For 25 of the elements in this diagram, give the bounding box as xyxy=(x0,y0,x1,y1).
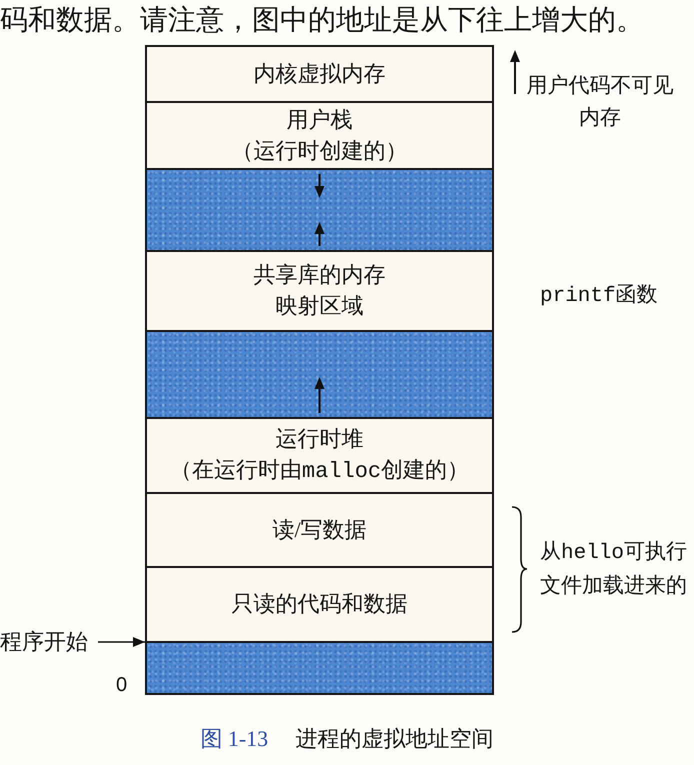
unallocated-region xyxy=(145,330,494,419)
segment-title: 运行时堆 xyxy=(276,424,364,453)
memory-segment xyxy=(145,417,494,494)
address-label: 0 xyxy=(116,673,128,698)
memory-segment xyxy=(145,250,494,332)
arrow xyxy=(98,637,145,647)
segment-title: 用户栈 xyxy=(286,106,352,134)
segment-subtitle: （在运行时由malloc创建的） xyxy=(170,456,470,486)
memory-segment xyxy=(145,101,494,170)
side-note: 用户代码不可见内存 xyxy=(526,72,674,130)
figure-caption: 图 1-13 进程的虚拟地址空间 xyxy=(199,725,495,753)
start-label: 程序开始 xyxy=(0,628,90,656)
segment-title: 只读的代码和数据 xyxy=(232,590,408,618)
side-note: printf函数 xyxy=(540,281,659,310)
paragraph-text: 码和数据。请注意，图中的地址是从下往上增大的。 xyxy=(0,4,645,38)
side-note: 从hello可执行文件加载进来的 xyxy=(540,538,688,598)
unallocated-region xyxy=(145,168,494,252)
segment-title: 内核虚拟内存 xyxy=(254,60,386,88)
memory-segment xyxy=(145,492,494,568)
segment-title: 读/写数据 xyxy=(272,516,367,544)
memory-segment xyxy=(145,45,494,103)
segment-title: 共享库的内存映射区域 xyxy=(252,261,386,320)
segment-subtitle: （运行时创建的） xyxy=(232,136,408,164)
unallocated-region xyxy=(145,641,494,695)
memory-segment xyxy=(145,566,494,643)
